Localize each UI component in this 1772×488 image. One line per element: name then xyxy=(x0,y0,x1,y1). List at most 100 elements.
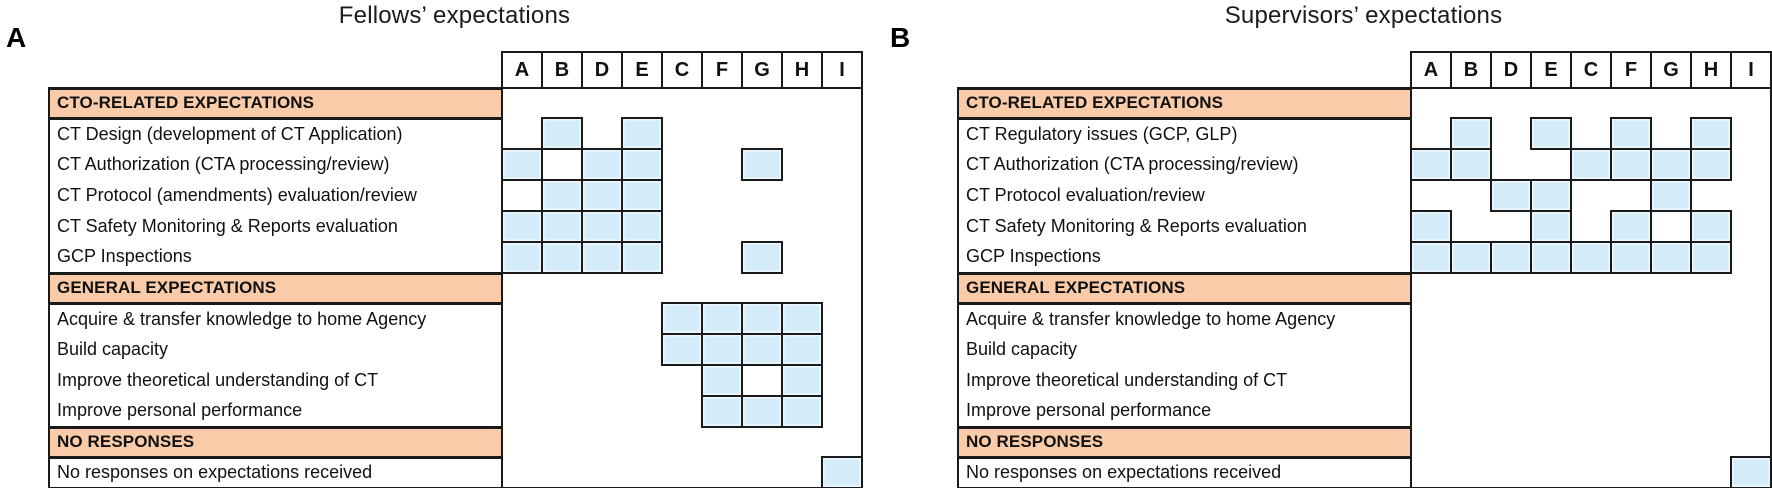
matrix-cell-filled xyxy=(821,456,863,488)
matrix-cell xyxy=(1411,427,1451,457)
matrix-cell xyxy=(662,242,702,273)
matrix-cell-filled xyxy=(1570,241,1612,274)
matrix-cell-filled xyxy=(581,179,623,212)
matrix-cell-filled xyxy=(781,364,823,397)
matrix-cell xyxy=(502,118,542,149)
matrix-cell xyxy=(1611,334,1651,365)
matrix-cell xyxy=(822,334,863,365)
row-label: Improve personal performance xyxy=(48,396,503,427)
section-header: CTO-RELATED EXPECTATIONS xyxy=(48,86,503,120)
matrix-cell xyxy=(502,396,542,427)
matrix-row: CT Design (development of CT Application… xyxy=(48,117,863,150)
matrix-row: CT Protocol (amendments) evaluation/revi… xyxy=(48,179,863,212)
matrix-cell xyxy=(782,149,822,180)
matrix-cell xyxy=(1531,88,1571,118)
matrix-cell xyxy=(702,427,742,457)
matrix-cell xyxy=(582,427,622,457)
matrix-cell-filled xyxy=(1410,148,1452,181)
matrix-cell xyxy=(662,118,702,149)
matrix-cell xyxy=(622,273,662,303)
matrix-cell xyxy=(742,211,782,242)
matrix-cell xyxy=(502,334,542,365)
matrix-cell xyxy=(1651,365,1691,396)
matrix-cell xyxy=(1731,242,1772,273)
section-header-row: CTO-RELATED EXPECTATIONS xyxy=(48,86,863,120)
matrix-row: Improve theoretical understanding of CT xyxy=(957,365,1772,396)
matrix-cell-filled xyxy=(781,333,823,366)
header-spacer xyxy=(958,52,1411,88)
matrix-cell-filled xyxy=(621,210,663,243)
matrix-cell xyxy=(1691,273,1731,303)
section-header-row: NO RESPONSES xyxy=(957,425,1772,459)
matrix-cell xyxy=(1651,334,1691,365)
matrix-cell xyxy=(742,88,782,118)
matrix-cell xyxy=(542,303,582,334)
matrix-cell-filled xyxy=(1490,179,1532,212)
matrix-cell xyxy=(502,365,542,396)
matrix-cell xyxy=(502,427,542,457)
matrix-cell xyxy=(1571,396,1611,427)
matrix-cell xyxy=(502,180,542,211)
matrix-cell xyxy=(702,457,742,488)
matrix-cell xyxy=(1731,149,1772,180)
matrix-cell xyxy=(1451,457,1491,488)
matrix-cell xyxy=(1731,427,1772,457)
matrix-cell xyxy=(1571,273,1611,303)
matrix-cell xyxy=(502,88,542,118)
matrix-cell xyxy=(1611,88,1651,118)
column-header-cell: H xyxy=(781,51,823,89)
matrix-cell xyxy=(1731,118,1772,149)
matrix-cell xyxy=(1571,88,1611,118)
matrix-cell-filled xyxy=(1730,456,1772,488)
matrix-cell xyxy=(1451,273,1491,303)
column-header-cell: C xyxy=(661,51,703,89)
matrix-cell xyxy=(1491,118,1531,149)
row-label: CT Protocol (amendments) evaluation/revi… xyxy=(48,180,503,211)
matrix-cell xyxy=(702,242,742,273)
column-header-cell: I xyxy=(1730,51,1772,89)
matrix-cell xyxy=(1651,273,1691,303)
matrix-cell xyxy=(1611,427,1651,457)
matrix-cell-filled xyxy=(1450,241,1492,274)
matrix-cell xyxy=(1451,396,1491,427)
matrix-cell-filled xyxy=(701,333,743,366)
matrix-cell xyxy=(822,396,863,427)
matrix-cell xyxy=(662,273,702,303)
matrix-cell-filled xyxy=(701,302,743,335)
matrix-cell xyxy=(822,118,863,149)
matrix-cell xyxy=(1531,427,1571,457)
matrix-cell-filled xyxy=(1690,241,1732,274)
matrix-row: Improve personal performance xyxy=(48,395,863,428)
matrix-cell-filled xyxy=(701,395,743,428)
matrix-cell xyxy=(662,457,702,488)
matrix-cell xyxy=(1531,365,1571,396)
matrix-row: CT Protocol evaluation/review xyxy=(957,179,1772,212)
matrix-cell xyxy=(822,273,863,303)
row-label: Build capacity xyxy=(957,334,1412,365)
matrix-cell xyxy=(702,273,742,303)
matrix-cell xyxy=(662,365,702,396)
matrix-cell xyxy=(1611,303,1651,334)
matrix-cell xyxy=(1651,303,1691,334)
matrix-cell-filled xyxy=(1610,117,1652,150)
column-header-cell: C xyxy=(1570,51,1612,89)
section-header: NO RESPONSES xyxy=(957,425,1412,459)
matrix-cell xyxy=(1651,427,1691,457)
matrix-cell xyxy=(702,149,742,180)
matrix-cell xyxy=(1411,457,1451,488)
matrix-row: Improve personal performance xyxy=(957,396,1772,427)
matrix-cell-filled xyxy=(661,333,703,366)
section-header: NO RESPONSES xyxy=(48,425,503,459)
column-header-cell: D xyxy=(581,51,623,89)
matrix-cell-filled xyxy=(1530,117,1572,150)
row-label: Build capacity xyxy=(48,334,503,365)
row-label: No responses on expectations received xyxy=(957,457,1412,488)
row-label: No responses on expectations received xyxy=(48,457,503,488)
matrix-cell-filled xyxy=(661,302,703,335)
matrix-cell xyxy=(1611,180,1651,211)
matrix-cell-filled xyxy=(741,333,783,366)
column-header-cell: G xyxy=(1650,51,1692,89)
matrix-cell xyxy=(502,273,542,303)
matrix-cell xyxy=(1611,457,1651,488)
